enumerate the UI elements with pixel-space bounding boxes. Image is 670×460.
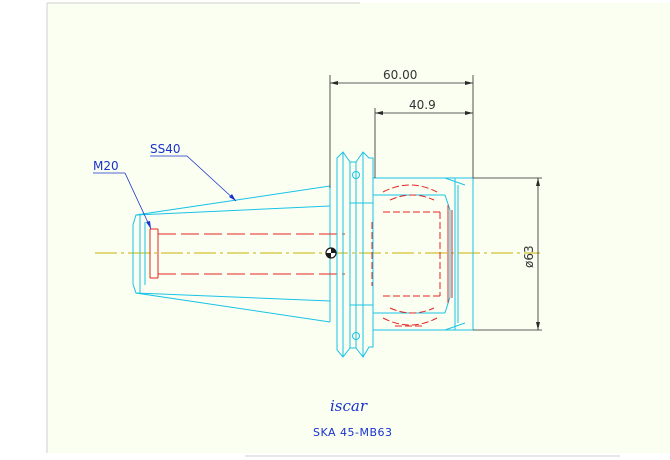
leader-arrows [146, 194, 236, 229]
label-thread: M20 [93, 159, 119, 173]
flange [336, 151, 374, 358]
dimension-lines [329, 75, 542, 331]
dimension-arrows [330, 81, 540, 330]
collet-body [349, 177, 474, 331]
label-leaders [93, 155, 237, 230]
dim-diameter: ø63 [522, 245, 536, 268]
collet-hidden [371, 184, 441, 327]
label-taper: SS40 [150, 142, 181, 156]
center-marker [325, 247, 337, 259]
dim-overall-length: 60.00 [383, 68, 417, 82]
brand-logo: iscar [330, 397, 368, 415]
dim-collet-length: 40.9 [409, 98, 436, 112]
internal-bore [158, 233, 345, 275]
collet-hidden-solid [447, 205, 453, 303]
thread-bore [149, 228, 159, 279]
model-caption: SKA 45-MB63 [313, 426, 393, 439]
